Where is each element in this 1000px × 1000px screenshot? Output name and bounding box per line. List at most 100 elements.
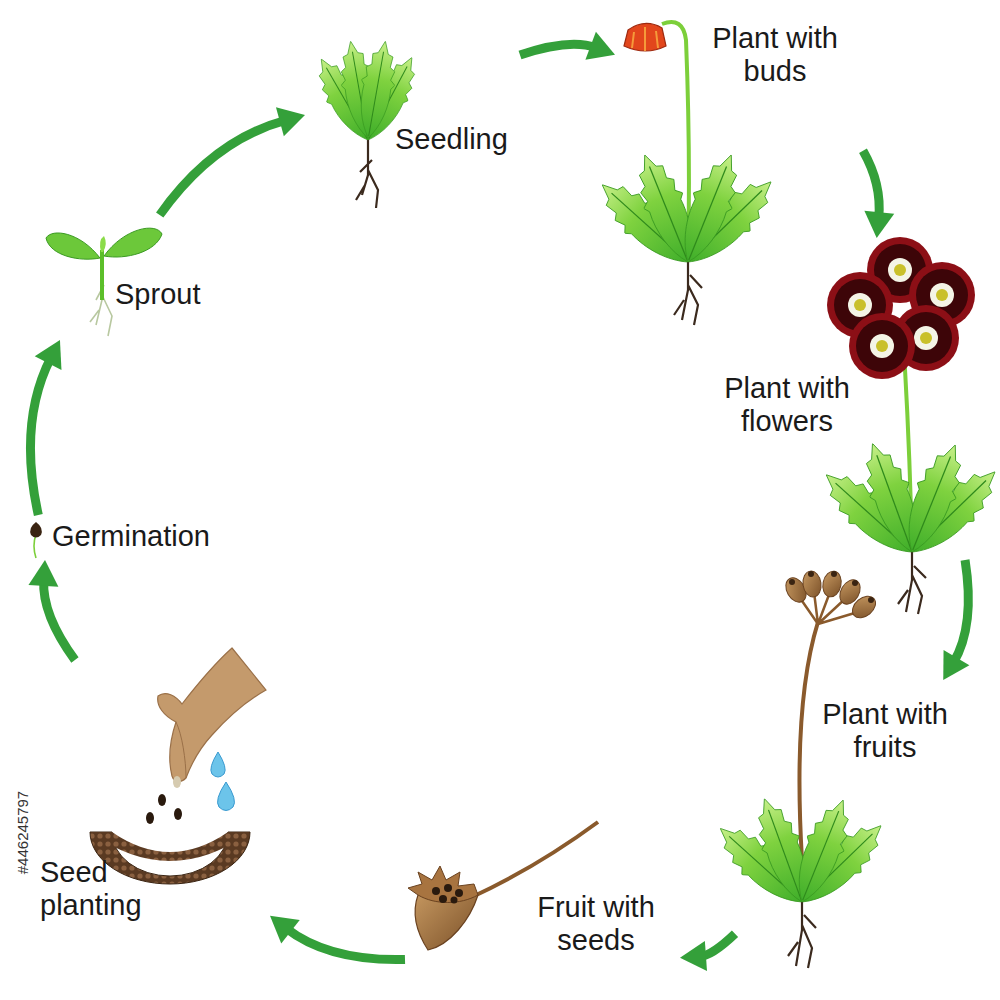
planting-scene-part	[90, 832, 250, 884]
flower-part	[920, 332, 932, 344]
planting-scene-part	[158, 648, 266, 782]
seed-capsule-part	[470, 822, 598, 898]
fruiting-plant-part-part	[808, 571, 814, 577]
flowering-plant-part	[898, 552, 926, 614]
flowering-plant-part	[812, 436, 1000, 567]
flower	[827, 237, 975, 379]
stage-label: Seedling	[395, 123, 517, 156]
seed-capsule-part-part	[439, 895, 447, 903]
planting-scene-part	[176, 722, 186, 778]
planting-scene-part	[90, 832, 250, 861]
planting-scene-part-part	[174, 808, 182, 820]
flower-part	[914, 326, 938, 350]
seed-capsule-part-part	[451, 897, 458, 904]
sprout-plant-part	[100, 236, 106, 252]
stage-node: Plant with fruits	[735, 680, 973, 975]
flower-part	[894, 264, 906, 276]
seed-capsule-part-part	[444, 884, 452, 892]
flower-part	[849, 313, 915, 379]
arrow-head	[270, 916, 300, 944]
fruiting-plant-part	[707, 792, 895, 917]
stage-node: Plant with buds	[615, 10, 863, 330]
stage-node: Plant with flowers	[700, 238, 985, 560]
flower-part	[876, 340, 888, 352]
fruiting-plant	[707, 569, 895, 968]
cycle-arrow	[943, 560, 969, 680]
planting-scene-part	[211, 752, 225, 777]
bud-plant-part	[632, 27, 658, 51]
arrow-head	[943, 650, 969, 680]
cycle-arrow	[160, 107, 305, 215]
planting-scene-part	[173, 776, 181, 788]
fruiting-plant-part-part	[801, 570, 822, 598]
cycle-arrow	[863, 151, 894, 238]
fruiting-plant-part-part	[868, 597, 874, 603]
fruiting-plant-part	[782, 569, 880, 622]
sprout-plant-part	[46, 233, 100, 259]
arrow-head	[680, 941, 707, 971]
flowering-plant	[812, 237, 1000, 614]
germinating-seed	[30, 522, 42, 558]
fruiting-plant-part-part	[831, 571, 837, 577]
seedling-plant-part-part	[352, 38, 403, 141]
arrow-head	[585, 32, 615, 60]
stage-node: Fruit with seeds	[405, 815, 680, 972]
arrow-shaft	[160, 120, 286, 215]
stage-node: Germination	[25, 515, 247, 560]
fruiting-plant-part-part	[789, 579, 795, 585]
arrow-head	[35, 340, 62, 370]
stage-node: Sprout	[40, 215, 230, 340]
flower-part	[888, 258, 912, 282]
stage-label: Plant with fruits	[800, 698, 970, 765]
sprout-plant-part	[104, 228, 162, 257]
stock-id: #446245797	[14, 790, 31, 873]
arrow-head	[28, 560, 58, 587]
arrow-shaft	[520, 44, 596, 55]
stage-label: Fruit with seeds	[515, 891, 677, 958]
stage-label: Germination	[52, 520, 244, 553]
planting-scene-part	[218, 782, 235, 811]
germinating-seed-part	[30, 522, 42, 538]
flower-part	[856, 320, 908, 372]
arrow-head	[276, 107, 305, 136]
bud-plant-part	[674, 262, 702, 325]
seed-capsule-part	[432, 884, 463, 904]
flower-part	[848, 293, 872, 317]
planting-scene-part	[146, 794, 182, 824]
seedling-plant-part	[356, 138, 378, 208]
stage-label: Plant with flowers	[702, 372, 872, 439]
planting-scene	[90, 648, 266, 884]
bud-plant-part-part	[669, 147, 751, 270]
germinating-seed-part	[34, 534, 36, 558]
seed-capsule-part-part	[432, 887, 440, 895]
seed-capsule-part-part	[455, 889, 463, 897]
bud-plant-part	[624, 23, 666, 51]
arrow-shaft	[863, 151, 879, 218]
fruiting-plant-part	[788, 902, 816, 968]
stage-label: Plant with buds	[690, 22, 860, 89]
fruiting-plant-part-part	[852, 580, 858, 586]
stage-node: Seedling	[305, 10, 520, 210]
cycle-arrow	[680, 934, 735, 971]
stage-label: Sprout	[115, 278, 227, 311]
arrow-shaft	[30, 358, 50, 515]
cycle-arrow	[520, 32, 615, 60]
stage-label: Seed planting	[40, 856, 165, 923]
flowering-plant-part-part	[893, 437, 975, 560]
cycle-arrow	[30, 340, 61, 515]
arrow-shaft	[286, 928, 405, 960]
seed-capsule-part	[408, 866, 478, 903]
planting-scene-part-part	[158, 794, 166, 806]
bud-plant-part	[588, 147, 786, 278]
arrow-shaft	[953, 560, 968, 663]
flower-part	[854, 299, 866, 311]
planting-scene-part-part	[146, 812, 154, 824]
stage-node: Seed planting	[35, 660, 270, 932]
flower-part	[870, 334, 894, 358]
fruiting-plant-part	[789, 571, 874, 603]
cycle-arrow	[270, 916, 405, 960]
cycle-arrow	[28, 560, 74, 660]
arrow-shaft	[44, 580, 75, 660]
sprout-plant-part	[100, 250, 104, 300]
